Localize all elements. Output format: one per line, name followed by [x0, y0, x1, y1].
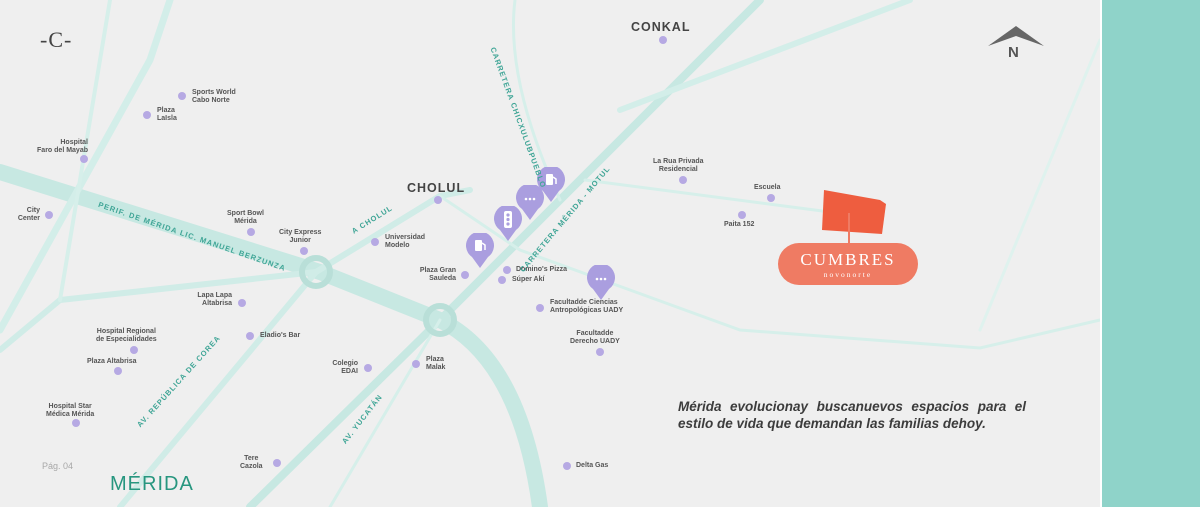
- project-marker-stem: [848, 213, 850, 243]
- page-number: Pág. 04: [42, 461, 74, 471]
- place-delta-gas: Delta Gas: [576, 462, 609, 469]
- ellipsis-icon: [587, 265, 615, 300]
- poi-dot: [130, 346, 138, 354]
- place-plaza-la-isla: Plaza LaIsla: [157, 107, 177, 122]
- gas-station-icon: [466, 233, 494, 268]
- place-sports-world: Sports World Cabo Norte: [192, 89, 236, 104]
- place-la-rua-privada: La Rua Privada Residencial: [653, 158, 704, 173]
- poi-dot: [45, 211, 53, 219]
- place-plaza-malak: Plaza Malak: [426, 356, 446, 371]
- yucatan-road: [328, 318, 442, 507]
- poi-dot: [679, 176, 687, 184]
- poi-dot: [364, 364, 372, 372]
- poi-dot: [503, 266, 511, 274]
- gas-station-icon: [537, 167, 565, 202]
- place-hospital-star: Hospital Star Médica Mérida: [46, 403, 95, 418]
- north-west-road: [0, 0, 174, 334]
- west-road: [58, 0, 112, 302]
- poi-dot: [178, 92, 186, 100]
- north-arrow-icon: [988, 26, 1044, 46]
- place-universidad-modelo: Universidad Modelo: [385, 234, 426, 249]
- poi-dot: [498, 276, 506, 284]
- poi-dot: [247, 228, 255, 236]
- place-hospital-regional: Hospital Regional de Especialidades: [96, 328, 157, 343]
- roundabout-west: [299, 255, 333, 289]
- poi-dot: [114, 367, 122, 375]
- conkal-road: [617, 0, 913, 113]
- poi-dot: [563, 462, 571, 470]
- tagline: Mérida evolucionay buscanuevos espacios …: [678, 399, 1026, 431]
- poi-dot: [596, 348, 604, 356]
- poi-dot: [536, 304, 544, 312]
- poi-dot: [767, 194, 775, 202]
- project-badge: CUMBRES novonorte: [778, 243, 918, 285]
- poi-dot: [300, 247, 308, 255]
- place-paita: Paita 152: [724, 221, 755, 228]
- poi-dot: [371, 238, 379, 246]
- place-facultad-antropologicas: Facultadde Ciencias Antropológicas UADY: [550, 299, 624, 314]
- town-cholul: CHOLUL: [407, 181, 466, 195]
- east-road: [438, 194, 1102, 350]
- place-escuela: Escuela: [754, 184, 781, 191]
- poi-dot: [80, 155, 88, 163]
- poi-dot: [143, 111, 151, 119]
- compass-north-label: N: [1008, 44, 1019, 61]
- place-dominos: Domino's Pizza: [516, 266, 568, 273]
- poi-dot: [412, 360, 420, 368]
- poi-dot: [72, 419, 80, 427]
- poi-dot: [273, 459, 281, 467]
- place-hospital-faro: Hospital Faro del Mayab: [37, 139, 88, 154]
- merida-motul-road: [246, 0, 764, 507]
- project-name: CUMBRES: [800, 250, 896, 269]
- place-facultad-derecho: Facultadde Derecho UADY: [570, 330, 620, 345]
- poi-dot: [738, 211, 746, 219]
- brand-mark: -C-: [40, 27, 73, 52]
- place-colegio-edai: Colegio EDAI: [332, 360, 358, 375]
- poi-dot: [434, 196, 442, 204]
- place-city-express: City Express Junior: [279, 229, 322, 244]
- place-eladios: Eladio's Bar: [260, 332, 301, 339]
- poi-dot: [238, 299, 246, 307]
- escuela-road: [583, 178, 832, 214]
- place-lapa-lapa: Lapa Lapa Altabrisa: [197, 292, 232, 307]
- place-super-aki: Súper Akí: [512, 276, 545, 283]
- place-city-center: City Center: [17, 207, 40, 222]
- project-subtitle: novonorte: [823, 270, 873, 279]
- place-sport-bowl: Sport Bowl Mérida: [227, 210, 264, 225]
- place-plaza-altabrisa: Plaza Altabrisa: [87, 358, 137, 365]
- republica-corea-road: [117, 193, 443, 507]
- poi-dot: [659, 36, 667, 44]
- far-east-road: [978, 38, 1102, 332]
- poi-dot: [461, 271, 469, 279]
- city-title: MÉRIDA: [110, 473, 194, 495]
- ellipsis-icon: [516, 185, 544, 220]
- project-plot-shape: [822, 190, 886, 234]
- side-band: [1100, 0, 1200, 507]
- place-plaza-gran-sauleda: Plaza Gran Sauleda: [419, 267, 456, 282]
- traffic-light-icon: [494, 206, 522, 241]
- poi-dot: [246, 332, 254, 340]
- roundabout-east: [423, 303, 457, 337]
- town-conkal: CONKAL: [631, 20, 691, 34]
- place-tere-cazola: Tere Cazola: [240, 455, 263, 470]
